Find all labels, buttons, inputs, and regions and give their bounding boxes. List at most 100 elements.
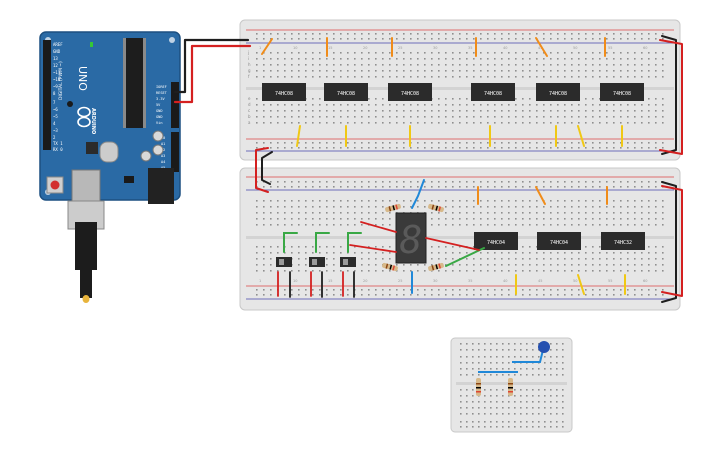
digital-header[interactable] bbox=[43, 40, 51, 150]
chip-74hc08-1[interactable]: 74HC08 bbox=[262, 83, 306, 101]
power-jack bbox=[148, 168, 174, 204]
wire-black-link[interactable] bbox=[261, 151, 273, 185]
wire-red-5v[interactable] bbox=[173, 44, 252, 104]
pin-label: ~5 bbox=[53, 114, 58, 119]
bottom-chips[interactable]: 74HC04 74HC04 74HC32 bbox=[474, 232, 645, 250]
column-number: 25 bbox=[398, 279, 402, 283]
chip-74hc04-1[interactable]: 74HC04 bbox=[474, 232, 518, 250]
led bbox=[67, 101, 73, 107]
slide-switches[interactable] bbox=[276, 257, 356, 267]
chip-74hc08-5[interactable]: 74HC08 bbox=[536, 83, 580, 101]
pin-label: A4 bbox=[161, 160, 165, 164]
chip-74hc08-2[interactable]: 74HC08 bbox=[324, 83, 368, 101]
bottom-blue-wires[interactable] bbox=[411, 179, 425, 294]
bottom-red-wires[interactable] bbox=[277, 221, 480, 297]
capacitor bbox=[140, 150, 152, 162]
pin-label: GND bbox=[156, 115, 163, 119]
wire-green[interactable] bbox=[445, 247, 485, 267]
chip-74hc08-6[interactable]: 74HC08 bbox=[600, 83, 644, 101]
bottom-yellow-jumpers[interactable] bbox=[515, 274, 626, 295]
pin-label: ~10 bbox=[53, 77, 61, 82]
bottom-breadboard[interactable]: 1 10 15 20 25 30 35 40 45 50 55 60 74HC0… bbox=[239, 167, 681, 311]
reset-button-cap[interactable] bbox=[50, 180, 60, 190]
analog-header[interactable] bbox=[171, 132, 179, 172]
row-letter: b bbox=[248, 114, 251, 119]
pin-label: TX 1 bbox=[53, 141, 63, 146]
power-header[interactable] bbox=[171, 82, 179, 128]
column-number: 30 bbox=[433, 46, 437, 50]
row-letter: e bbox=[248, 96, 251, 101]
chip-74hc04-2[interactable]: 74HC04 bbox=[537, 232, 581, 250]
usb-chip bbox=[86, 142, 98, 154]
chip-74hc08-3[interactable]: 74HC08 bbox=[388, 83, 432, 101]
chip-74hc08-4[interactable]: 74HC08 bbox=[471, 83, 515, 101]
mini-breadboard[interactable] bbox=[450, 337, 573, 433]
pin-label: ~6 bbox=[53, 107, 58, 112]
row-letter: g bbox=[248, 68, 251, 73]
wire-green[interactable] bbox=[283, 232, 298, 253]
mini-resistors[interactable] bbox=[476, 378, 513, 396]
wire-red-right-top[interactable] bbox=[659, 39, 683, 155]
top-chips[interactable]: 74HC08 74HC08 74HC08 74HC08 74HC08 74HC0… bbox=[262, 83, 644, 101]
column-number: 15 bbox=[328, 279, 332, 283]
wire-orange[interactable] bbox=[535, 186, 546, 205]
column-number: 20 bbox=[363, 46, 367, 50]
chip-label: 74HC08 bbox=[484, 91, 502, 97]
row-letter: c bbox=[248, 108, 250, 113]
wire-red[interactable] bbox=[349, 244, 397, 253]
seven-segment-display[interactable]: 8 bbox=[395, 212, 427, 264]
wire-orange[interactable] bbox=[261, 38, 273, 55]
pin-label: 4 bbox=[53, 121, 56, 126]
crystal bbox=[99, 141, 119, 163]
wire-yellow[interactable] bbox=[577, 274, 585, 295]
power-wires[interactable] bbox=[173, 35, 683, 303]
bottom-black-wires[interactable] bbox=[289, 271, 355, 298]
column-number: 1 bbox=[259, 46, 261, 50]
chip-label: 74HC08 bbox=[549, 91, 567, 97]
wire-red-right-bottom[interactable] bbox=[661, 185, 683, 297]
ceramic-capacitor[interactable] bbox=[538, 341, 550, 353]
top-yellow-jumpers[interactable] bbox=[296, 125, 623, 147]
bottom-breadboard-holes bbox=[256, 181, 664, 296]
pin-label: 5V bbox=[156, 103, 161, 107]
green-wires[interactable] bbox=[283, 232, 485, 267]
column-number: 45 bbox=[538, 279, 542, 283]
arduino-uno-board[interactable]: AREF GND 13 12 ~11 ~10 ~9 8 7 ~6 ~5 4 ~3… bbox=[39, 31, 181, 303]
pin-label: A1 bbox=[161, 142, 165, 146]
wire-black-right-bottom[interactable] bbox=[661, 181, 677, 303]
pin-label: Vin bbox=[156, 121, 163, 125]
column-number: 25 bbox=[398, 46, 402, 50]
capacitor bbox=[152, 144, 164, 156]
wire-green[interactable] bbox=[315, 232, 330, 253]
chip-label: 74HC08 bbox=[401, 91, 419, 97]
top-breadboard[interactable]: j i h g f e d c b a 1 10 15 20 25 30 35 … bbox=[239, 19, 681, 161]
wire-red[interactable] bbox=[360, 221, 397, 233]
column-number: 20 bbox=[363, 279, 367, 283]
bottom-orange-jumpers[interactable] bbox=[477, 186, 608, 205]
wire-black-gnd[interactable] bbox=[173, 38, 250, 94]
chip-label: 74HC08 bbox=[337, 91, 355, 97]
top-orange-jumpers[interactable] bbox=[261, 37, 606, 57]
wire-yellow[interactable] bbox=[296, 125, 301, 147]
wire-yellow[interactable] bbox=[577, 125, 585, 147]
column-number: 45 bbox=[538, 46, 542, 50]
display-resistors[interactable] bbox=[382, 203, 445, 272]
bottom-column-numbers: 1 10 15 20 25 30 35 40 45 50 55 60 bbox=[259, 279, 647, 283]
column-number: 35 bbox=[468, 46, 472, 50]
wire-orange[interactable] bbox=[535, 37, 548, 57]
chip-74hc32[interactable]: 74HC32 bbox=[601, 232, 645, 250]
chip-label: 74HC04 bbox=[550, 240, 568, 246]
wire-red[interactable] bbox=[425, 237, 480, 251]
mini-blue-wires[interactable] bbox=[478, 349, 544, 373]
column-number: 15 bbox=[328, 46, 332, 50]
row-letter: d bbox=[248, 102, 251, 107]
column-number: 1 bbox=[259, 279, 261, 283]
wire-red-link[interactable] bbox=[255, 147, 269, 193]
wire-blue[interactable] bbox=[411, 179, 425, 209]
wire-green[interactable] bbox=[347, 232, 362, 253]
row-letter: f bbox=[248, 74, 250, 79]
wire-blue[interactable] bbox=[512, 349, 544, 363]
pin-label: 8 bbox=[53, 91, 56, 96]
column-number: 40 bbox=[503, 279, 507, 283]
